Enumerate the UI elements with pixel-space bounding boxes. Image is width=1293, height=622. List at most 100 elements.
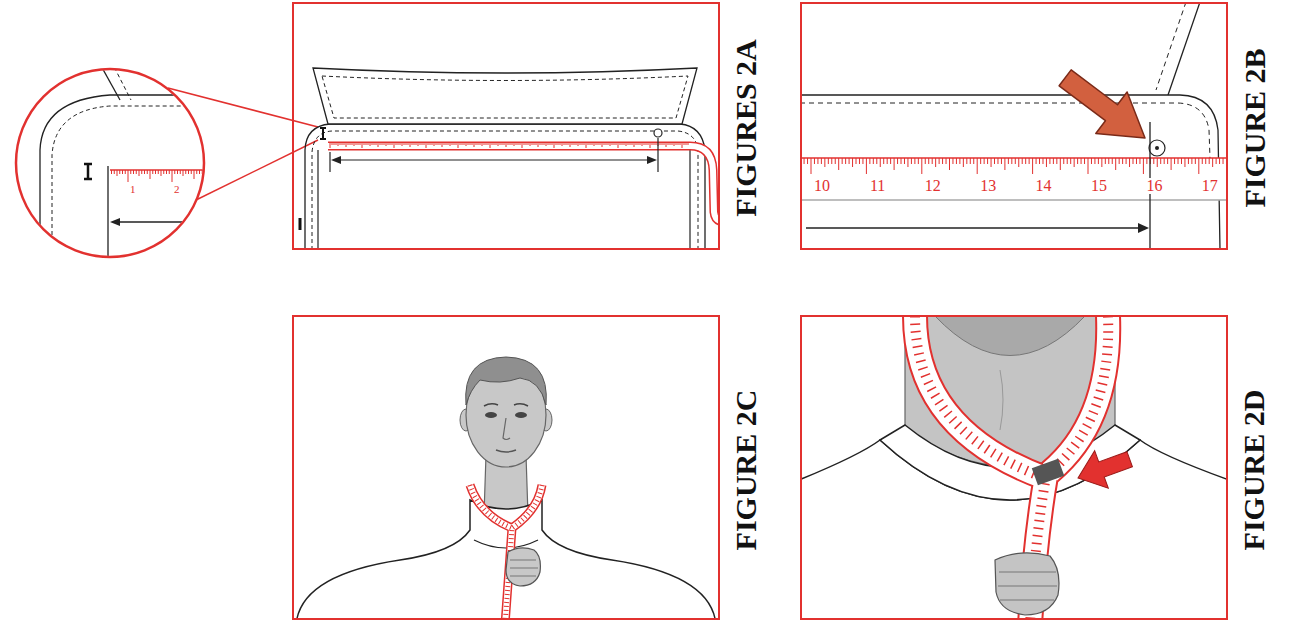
ruler-tick	[939, 158, 940, 164]
ruler-tick	[446, 142, 447, 145]
ruler-tick	[496, 142, 497, 145]
ruler-tick	[544, 142, 545, 145]
ruler-tick	[180, 170, 181, 174]
ruler-tick	[119, 170, 120, 174]
collar-closeup	[801, 158, 1227, 200]
ruler-tick	[414, 142, 415, 145]
ruler-tick	[117, 170, 118, 176]
ruler-tick	[911, 158, 912, 164]
ruler-tick	[838, 158, 839, 170]
ruler-tick	[616, 142, 617, 145]
ruler-tick	[196, 170, 197, 174]
ruler-tick	[374, 142, 375, 145]
flat-collar	[328, 146, 719, 222]
ruler-tick	[598, 142, 599, 145]
ruler-tick	[572, 142, 573, 145]
ruler-tick	[1174, 158, 1175, 164]
ruler-tick	[490, 142, 491, 148]
ruler-tick	[1198, 158, 1199, 174]
flat-collar	[322, 76, 688, 118]
man-measuring-neck	[510, 560, 538, 576]
ruler-tick	[502, 142, 503, 145]
ruler-tick	[907, 158, 908, 167]
ruler-tick	[470, 142, 471, 145]
ruler-tick	[921, 158, 922, 174]
ruler-tick	[1015, 158, 1016, 164]
ruler-tick	[452, 142, 453, 145]
ruler-tick	[398, 142, 399, 145]
ruler-tick	[352, 142, 353, 145]
ruler-tick	[973, 158, 974, 164]
ruler-tick	[412, 142, 413, 145]
ruler-tick	[122, 170, 123, 174]
tape-measure	[1032, 459, 1064, 485]
ruler-tick	[125, 170, 126, 174]
ruler-tick	[1053, 158, 1054, 164]
ruler-tick	[166, 170, 167, 174]
flat-collar	[654, 129, 662, 137]
ruler-tick	[460, 142, 461, 145]
ruler-tick	[508, 142, 509, 145]
ruler-tick	[984, 158, 985, 164]
flat-collar	[299, 218, 302, 230]
ruler-tick	[150, 170, 151, 179]
ruler-tick	[1171, 158, 1172, 170]
ruler-tick	[344, 142, 345, 145]
ruler-tick	[604, 142, 605, 145]
magnifier-leader	[196, 140, 318, 200]
neck-closeup	[998, 572, 1057, 600]
man-measuring-neck	[485, 412, 497, 418]
ruler-tick	[606, 142, 607, 145]
ruler-tick	[1008, 158, 1009, 164]
ruler-tick	[114, 170, 115, 174]
ruler-tick	[817, 158, 818, 164]
ruler-tick	[1088, 158, 1089, 174]
ruler-ticks	[112, 170, 225, 182]
ruler-tick	[835, 158, 836, 164]
ruler-tick	[1032, 158, 1033, 174]
ruler-tick	[640, 142, 641, 145]
ruler-tick	[133, 170, 134, 174]
ruler-tick	[678, 142, 679, 145]
ruler-tick	[590, 142, 591, 145]
collar-closeup	[1138, 223, 1149, 233]
ruler-tick	[831, 158, 832, 164]
ruler-tick	[380, 142, 381, 145]
ruler-tick	[530, 142, 531, 146]
collar-closeup	[1156, 3, 1186, 90]
ruler-tick	[404, 142, 405, 145]
ruler-tick	[612, 142, 613, 145]
ruler-tick	[570, 142, 571, 147]
ruler-tick	[608, 142, 609, 145]
ruler-tick	[1167, 158, 1168, 164]
ruler-tick	[532, 142, 533, 145]
ruler-tick	[1022, 158, 1023, 164]
ruler-tick	[199, 170, 200, 174]
ruler-tick	[540, 142, 541, 145]
ruler-tick	[210, 170, 211, 174]
ruler-tick	[213, 170, 214, 174]
ruler-tick	[482, 142, 483, 146]
ruler-number: 1	[129, 184, 137, 195]
figure-panel: FIGURES 2A	[292, 2, 720, 250]
man-measuring-neck	[515, 412, 527, 418]
ruler-tick	[472, 142, 473, 145]
man-measuring-neck	[484, 404, 528, 406]
ruler-tick	[534, 142, 535, 145]
ruler-tick	[660, 142, 661, 145]
ruler-tick	[932, 158, 933, 164]
ruler-tick	[928, 158, 929, 164]
ruler-tick	[1011, 158, 1012, 164]
ruler-tick	[372, 142, 373, 145]
magnified-collar	[110, 170, 225, 196]
ruler-tick	[362, 142, 363, 148]
ruler-tick	[468, 142, 469, 145]
ruler-tick	[1098, 158, 1099, 164]
ruler-tick	[994, 158, 995, 164]
ruler-tick	[664, 142, 665, 145]
ruler-tick	[346, 142, 347, 147]
ruler-tick	[602, 142, 603, 147]
ruler-tick	[1209, 158, 1210, 164]
ruler-tick	[141, 170, 142, 174]
